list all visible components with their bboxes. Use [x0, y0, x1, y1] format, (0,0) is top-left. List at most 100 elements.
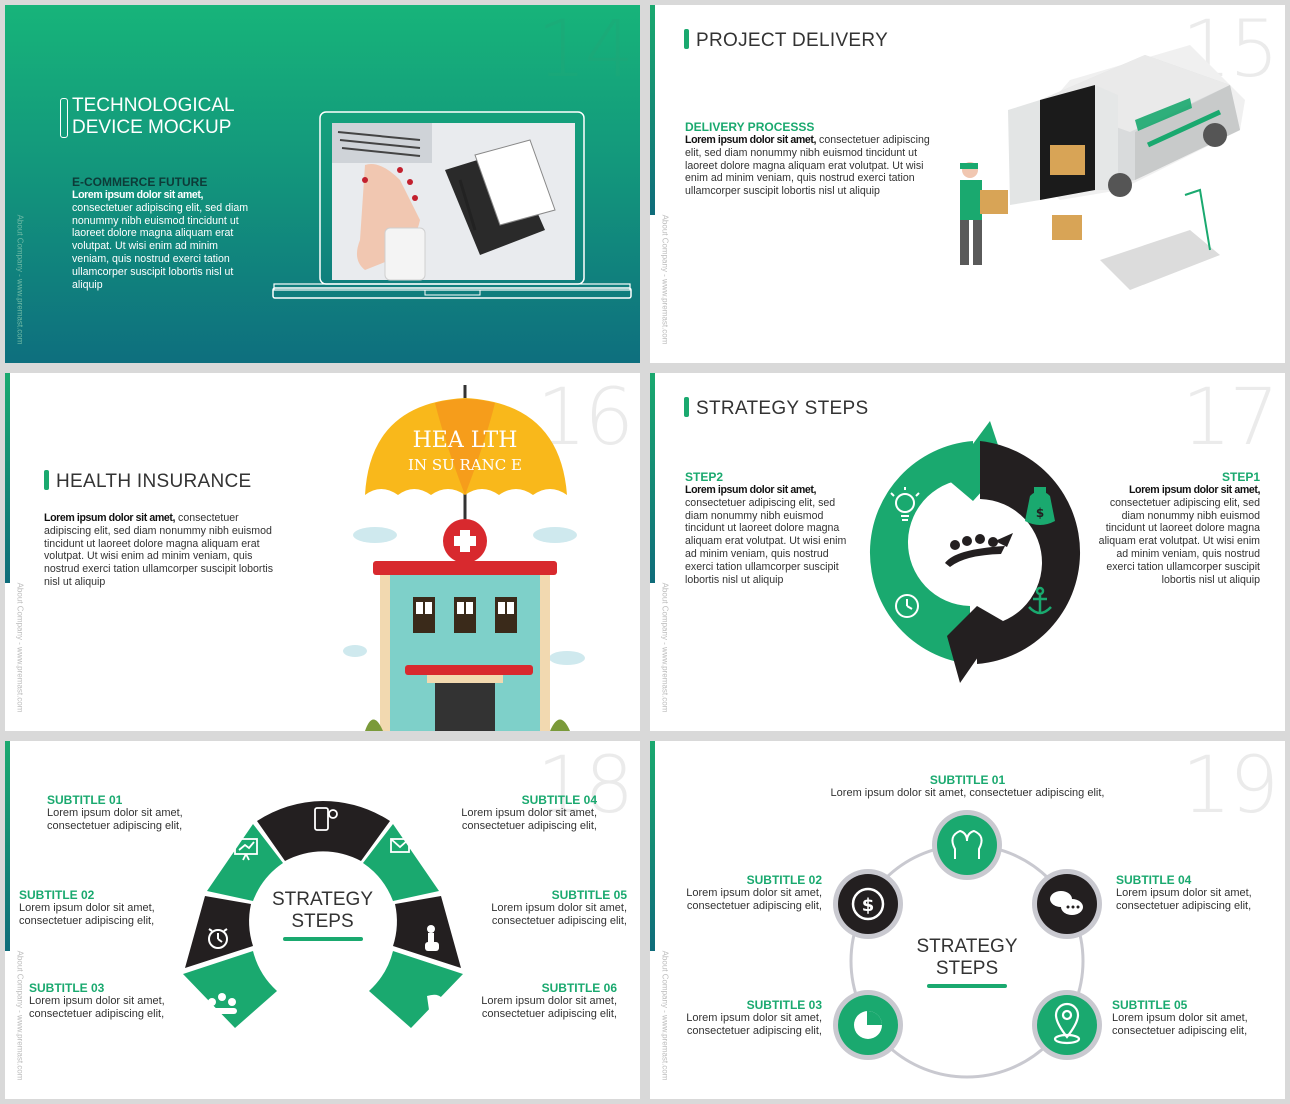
slide-19[interactable]: 19 About Company - www.premast.com SUBTI… [650, 741, 1285, 1099]
item-line-2: consectetuer adipiscing elit, [19, 915, 155, 927]
item-subtitle-03: SUBTITLE 03 Lorem ipsum dolor sit amet, … [650, 998, 822, 1038]
dollar-cycle-icon: $ [851, 887, 885, 921]
center-title: STRATEGY STEPS [270, 889, 375, 941]
item-subtitle-01: SUBTITLE 01 Lorem ipsum dolor sit amet, … [47, 793, 237, 833]
item-line-1: Lorem ipsum dolor sit amet, [47, 807, 183, 819]
title-underline [282, 937, 363, 941]
title-line-2: DEVICE MOCKUP [72, 117, 232, 138]
center-line-2: STEPS [291, 911, 354, 932]
item-subtitle-02: SUBTITLE 02 Lorem ipsum dolor sit amet, … [650, 873, 822, 913]
body-bold: Lorem ipsum dolor sit amet, [72, 189, 204, 201]
item-line-1: Lorem ipsum dolor sit amet, [1116, 887, 1252, 899]
slide-14[interactable]: 14 About Company - www.premast.com TECHN… [5, 5, 640, 363]
umbrella-text-1: HEA LTH [413, 428, 518, 453]
title-text: PROJECT DELIVERY [696, 30, 889, 51]
watermark: About Company - www.premast.com [15, 582, 25, 713]
title-line-1: TECHNOLOGICAL [72, 95, 235, 116]
item-title: SUBTITLE 02 [19, 888, 95, 902]
accent-bar [5, 741, 10, 951]
item-line-2: consectetuer adipiscing elit, [481, 1008, 617, 1020]
slide-number: 19 [1181, 741, 1279, 831]
slide-number: 14 [536, 5, 634, 95]
item-subtitle-01: SUBTITLE 01 Lorem ipsum dolor sit amet, … [800, 773, 1135, 800]
item-line-1: Lorem ipsum dolor sit amet, [19, 902, 155, 914]
slide-number: 18 [536, 741, 634, 831]
center-title: STRATEGY STEPS [913, 936, 1021, 988]
title-underline [927, 984, 1007, 988]
body-copy: consectetuer adipiscing elit, sed diam n… [685, 496, 847, 586]
slide-title: HEALTH INSURANCE [44, 470, 252, 493]
subtitle: E-COMMERCE FUTURE [72, 175, 208, 189]
item-subtitle-05: SUBTITLE 05 Lorem ipsum dolor sit amet, … [1112, 998, 1277, 1038]
center-line-1: STRATEGY [272, 889, 373, 910]
title-bar [684, 397, 689, 417]
watermark: About Company - www.premast.com [15, 950, 25, 1081]
body-bold: Lorem ipsum dolor sit amet, [685, 484, 817, 496]
money-bag-icon: $ [1025, 487, 1055, 525]
svg-text:$: $ [862, 895, 875, 916]
step-2-label: STEP2 [685, 470, 724, 484]
step-1-text: Lorem ipsum dolor sit amet, consectetuer… [1095, 484, 1261, 586]
body-bold: Lorem ipsum dolor sit amet, [1128, 484, 1260, 496]
mobile-gear-icon [314, 807, 338, 831]
item-title: SUBTITLE 01 [47, 793, 123, 807]
step-1-block: STEP1 Lorem ipsum dolor sit amet, consec… [1095, 470, 1261, 586]
accent-bar [5, 373, 10, 583]
anchor-icon [1028, 586, 1052, 615]
item-line-1: Lorem ipsum dolor sit amet, [461, 807, 597, 819]
touch-icon [425, 925, 439, 951]
item-title: SUBTITLE 05 [551, 888, 627, 902]
item-subtitle-05: SUBTITLE 05 Lorem ipsum dolor sit amet, … [437, 888, 627, 928]
item-subtitle-06: SUBTITLE 06 Lorem ipsum dolor sit amet, … [427, 981, 617, 1021]
item-line-1: Lorem ipsum dolor sit amet, [686, 1012, 822, 1024]
item-subtitle-03: SUBTITLE 03 Lorem ipsum dolor sit amet, … [29, 981, 219, 1021]
slide-number: 16 [536, 373, 634, 463]
item-title: SUBTITLE 03 [29, 981, 105, 995]
head-gear-icon [427, 994, 445, 1018]
title-text: STRATEGY STEPS [696, 398, 869, 419]
item-title: SUBTITLE 03 [746, 998, 822, 1012]
title-text: HEALTH INSURANCE [56, 471, 252, 492]
slide-16[interactable]: 16 About Company - www.premast.com HEALT… [5, 373, 640, 731]
alarm-clock-icon [208, 928, 228, 949]
item-line-2: consectetuer adipiscing elit, [686, 900, 822, 912]
step-2-block: STEP2 Lorem ipsum dolor sit amet, consec… [685, 470, 850, 586]
center-line-1: STRATEGY [916, 936, 1018, 957]
two-heads-icon [951, 829, 983, 859]
slide-18[interactable]: 18 About Company - www.premast.com SUBTI… [5, 741, 640, 1099]
body-bold: Lorem ipsum dolor sit amet, [685, 134, 817, 146]
item-title: SUBTITLE 05 [1112, 998, 1188, 1012]
item-subtitle-02: SUBTITLE 02 Lorem ipsum dolor sit amet, … [19, 888, 209, 928]
slide-number: 17 [1181, 373, 1279, 463]
item-text: Lorem ipsum dolor sit amet, consectetuer… [830, 787, 1105, 799]
item-line-1: Lorem ipsum dolor sit amet, [491, 902, 627, 914]
item-line-1: Lorem ipsum dolor sit amet, [29, 995, 165, 1007]
item-line-2: consectetuer adipiscing elit, [1112, 1025, 1248, 1037]
title-bracket [60, 98, 68, 138]
team-growth-icon [945, 533, 1013, 567]
svg-text:$: $ [1036, 506, 1044, 520]
watermark: About Company - www.premast.com [660, 582, 670, 713]
item-line-2: consectetuer adipiscing elit, [461, 820, 597, 832]
accent-bar [650, 373, 655, 583]
slide-17[interactable]: 17 About Company - www.premast.com STRAT… [650, 373, 1285, 731]
title-bar [684, 29, 689, 49]
chat-bubbles-icon [1050, 891, 1083, 915]
laptop-mockup [272, 111, 632, 299]
item-subtitle-04: SUBTITLE 04 Lorem ipsum dolor sit amet, … [1116, 873, 1281, 913]
cycle-circle-diagram: $ [833, 810, 1102, 1079]
body-bold: Lorem ipsum dolor sit amet, [44, 512, 176, 524]
presentation-icon [234, 838, 258, 861]
item-title: SUBTITLE 02 [746, 873, 822, 887]
item-title: SUBTITLE 06 [541, 981, 617, 995]
slide-15[interactable]: 15 About Company - www.premast.com PROJE… [650, 5, 1285, 363]
item-line-2: consectetuer adipiscing elit, [47, 820, 183, 832]
step-1-label: STEP1 [1221, 470, 1260, 484]
title-bar [44, 470, 49, 490]
watermark: About Company - www.premast.com [660, 214, 670, 345]
item-line-2: consectetuer adipiscing elit, [491, 915, 627, 927]
item-line-1: Lorem ipsum dolor sit amet, [481, 995, 617, 1007]
accent-bar [650, 741, 655, 951]
arc-segments-diagram [183, 801, 463, 1028]
body-text: Lorem ipsum dolor sit amet, consectetuer… [685, 134, 940, 198]
